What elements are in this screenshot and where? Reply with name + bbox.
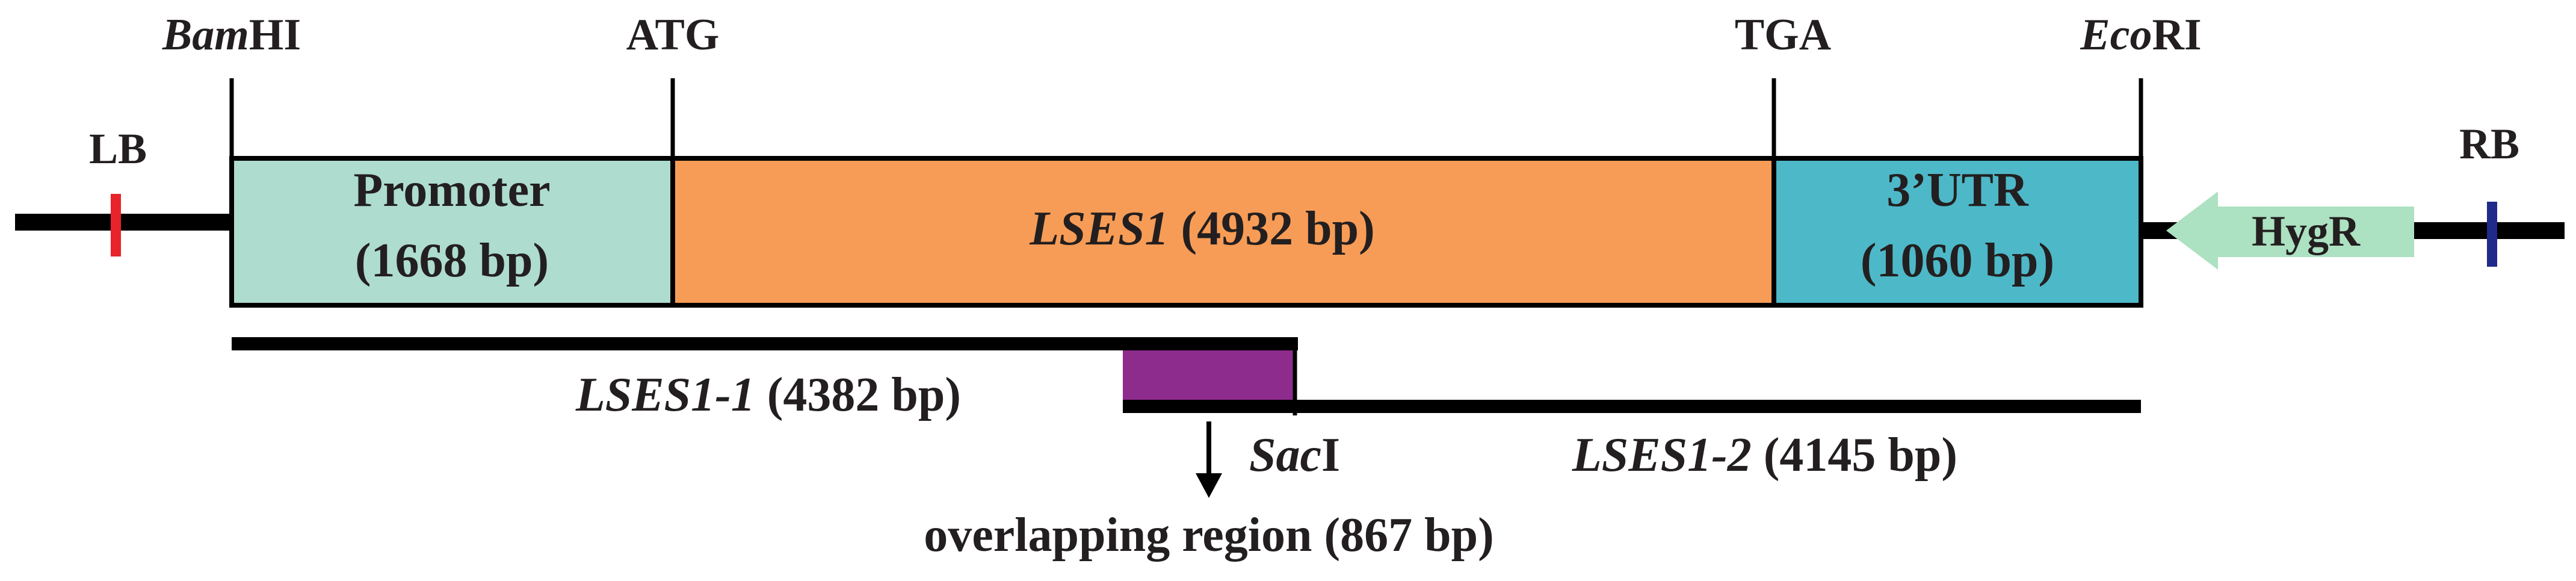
lb-label: LB <box>89 125 147 173</box>
lses1-2-size: (4145 bp) <box>1752 429 1957 482</box>
hygr-arrow <box>2166 191 2414 270</box>
tga-label: TGA <box>1735 10 1831 60</box>
rb-label: RB <box>2459 120 2519 168</box>
lses1-size: (4932 bp) <box>1169 202 1374 255</box>
lses1-2-name: LSES1-2 <box>1572 429 1752 482</box>
lses1-2-label: LSES1-2 (4145 bp) <box>1572 429 1957 482</box>
utr-box <box>1771 156 2143 308</box>
lses1-2-line <box>1123 400 2141 413</box>
promoter-box <box>229 156 675 308</box>
atg-label: ATG <box>626 10 720 60</box>
bamhi-label: BamHI <box>162 10 301 60</box>
promoter-label: Promoter <box>353 164 550 217</box>
overlap-arrow-head <box>1196 473 1222 498</box>
promoter-size: (1668 bp) <box>355 234 549 287</box>
ecori-italic: Eco <box>2080 10 2152 60</box>
saci-label: SacI <box>1249 429 1340 482</box>
saci-rest: I <box>1321 429 1340 482</box>
utr-label: 3’UTR <box>1886 164 2029 217</box>
saci-italic: Sac <box>1249 429 1321 482</box>
lses1-1-size: (4382 bp) <box>755 368 961 421</box>
lses1-1-line <box>232 337 1298 350</box>
ecori-rest: RI <box>2152 10 2201 60</box>
lb-mark <box>111 194 121 256</box>
overlap-box <box>1123 350 1295 402</box>
utr-size: (1060 bp) <box>1861 234 2054 287</box>
rb-mark <box>2487 202 2497 267</box>
hygr-label: HygR <box>2252 207 2361 255</box>
bamhi-italic: Bam <box>162 10 249 60</box>
lses1-name: LSES1 <box>1029 202 1169 255</box>
lses1-box <box>670 156 1776 308</box>
lses1-1-label: LSES1-1 (4382 bp) <box>575 368 961 421</box>
overlap-label: overlapping region (867 bp) <box>924 509 1494 562</box>
ecori-label: EcoRI <box>2080 10 2201 60</box>
lses1-label: LSES1 (4932 bp) <box>1029 202 1374 255</box>
bamhi-rest: HI <box>249 10 301 60</box>
lses1-1-name: LSES1-1 <box>575 368 755 421</box>
